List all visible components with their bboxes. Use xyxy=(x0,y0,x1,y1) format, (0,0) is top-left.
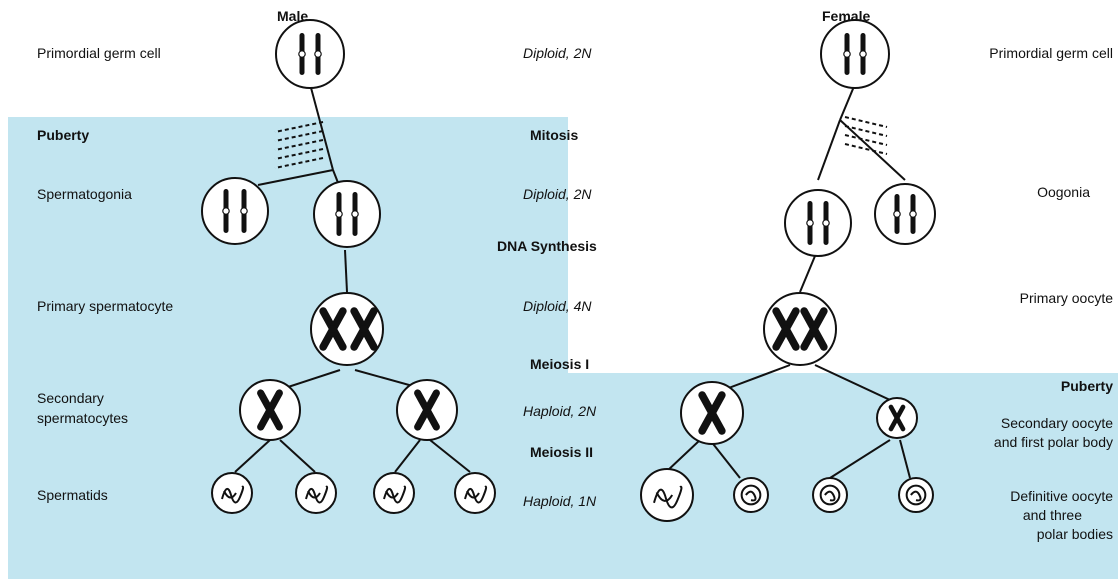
ploidy-label-2: Diploid, 2N xyxy=(523,186,592,202)
secondary-spermatocytes-label-1: Secondary xyxy=(37,390,104,406)
secondary-oocyte xyxy=(680,381,744,445)
ploidy-label-1: Diploid, 2N xyxy=(523,45,592,61)
male-connector-t2 xyxy=(279,439,316,473)
female-connector-main xyxy=(839,83,856,121)
female-header: Female xyxy=(822,8,871,24)
secondary-spermatocytes-label-2: spermatocytes xyxy=(37,410,129,426)
male-primordial-cell xyxy=(275,19,345,89)
mitosis-label: Mitosis xyxy=(530,127,579,143)
male-connector-left xyxy=(257,169,334,186)
primary-spermatocyte xyxy=(310,292,384,366)
male-puberty-label: Puberty xyxy=(37,127,90,143)
meiosis-1-label: Meiosis I xyxy=(530,356,590,372)
female-mitosis-arrow-2 xyxy=(844,125,888,137)
first-polar-body xyxy=(876,397,918,439)
female-connector-dna xyxy=(799,255,816,293)
spermatogonia-label: Spermatogonia xyxy=(37,186,132,202)
definitive-oocyte-label-1: Definitive oocyte xyxy=(1010,488,1113,504)
spermatids-label: Spermatids xyxy=(37,487,108,503)
male-connector-t3 xyxy=(394,439,421,473)
male-header: Male xyxy=(277,8,309,24)
male-mitosis-arrow-3 xyxy=(274,139,324,151)
female-connector-left xyxy=(817,119,841,181)
spermatogonium-left xyxy=(201,177,269,245)
spermatid-3 xyxy=(373,472,415,514)
polar-body-2 xyxy=(812,477,848,513)
male-connector-t1 xyxy=(234,439,271,473)
female-primordial-label: Primordial germ cell xyxy=(989,45,1113,61)
ploidy-label-5: Haploid, 1N xyxy=(523,493,597,509)
spermatid-4 xyxy=(454,472,496,514)
meiosis-2-label: Meiosis II xyxy=(530,444,594,460)
female-connector-t1 xyxy=(665,439,701,473)
female-primordial-cell xyxy=(820,19,890,89)
spermatogonium-right xyxy=(313,180,381,248)
oogonium-right xyxy=(874,183,936,245)
polar-body-1 xyxy=(733,477,769,513)
female-connector-t2 xyxy=(709,439,741,479)
female-connector-t4 xyxy=(899,439,911,479)
ploidy-label-4: Haploid, 2N xyxy=(523,403,597,419)
female-mitosis-arrow-3 xyxy=(844,134,888,146)
definitive-oocyte-label-3: polar bodies xyxy=(1036,526,1113,542)
male-mitosis-arrow-1 xyxy=(274,121,324,133)
female-puberty-label: Puberty xyxy=(1060,378,1113,394)
male-primordial-label: Primordial germ cell xyxy=(37,45,161,61)
primary-oocyte xyxy=(763,292,837,366)
female-mitosis-arrow-1 xyxy=(844,116,888,128)
female-connector-sec-right xyxy=(814,364,891,401)
polar-body-3 xyxy=(898,477,934,513)
primary-spermatocyte-label: Primary spermatocyte xyxy=(37,298,174,314)
secondary-oocyte-label-2: and first polar body xyxy=(993,434,1113,450)
secondary-oocyte-label-1: Secondary oocyte xyxy=(1000,415,1113,431)
spermatid-2 xyxy=(295,472,337,514)
definitive-oocyte xyxy=(640,468,694,522)
male-mitosis-arrow-5 xyxy=(274,157,324,169)
oogonium-left xyxy=(784,189,852,257)
primary-oocyte-label: Primary oocyte xyxy=(1019,290,1113,306)
male-connector-dna xyxy=(344,249,348,293)
female-mitosis-arrow-4 xyxy=(844,143,888,155)
male-connector-main xyxy=(309,83,334,171)
secondary-spermatocyte-left xyxy=(239,379,301,441)
male-connector-sec-left xyxy=(284,369,341,389)
oogonia-label: Oogonia xyxy=(1037,184,1090,200)
female-connector-t3 xyxy=(829,439,891,479)
male-connector-t4 xyxy=(429,439,471,473)
dna-synthesis-label: DNA Synthesis xyxy=(497,238,597,254)
definitive-oocyte-label-2: and three xyxy=(1022,507,1082,523)
male-mitosis-arrow-4 xyxy=(274,148,324,160)
secondary-spermatocyte-right xyxy=(396,379,458,441)
ploidy-label-3: Diploid, 4N xyxy=(523,298,592,314)
male-mitosis-arrow-2 xyxy=(274,130,324,142)
spermatid-1 xyxy=(211,472,253,514)
